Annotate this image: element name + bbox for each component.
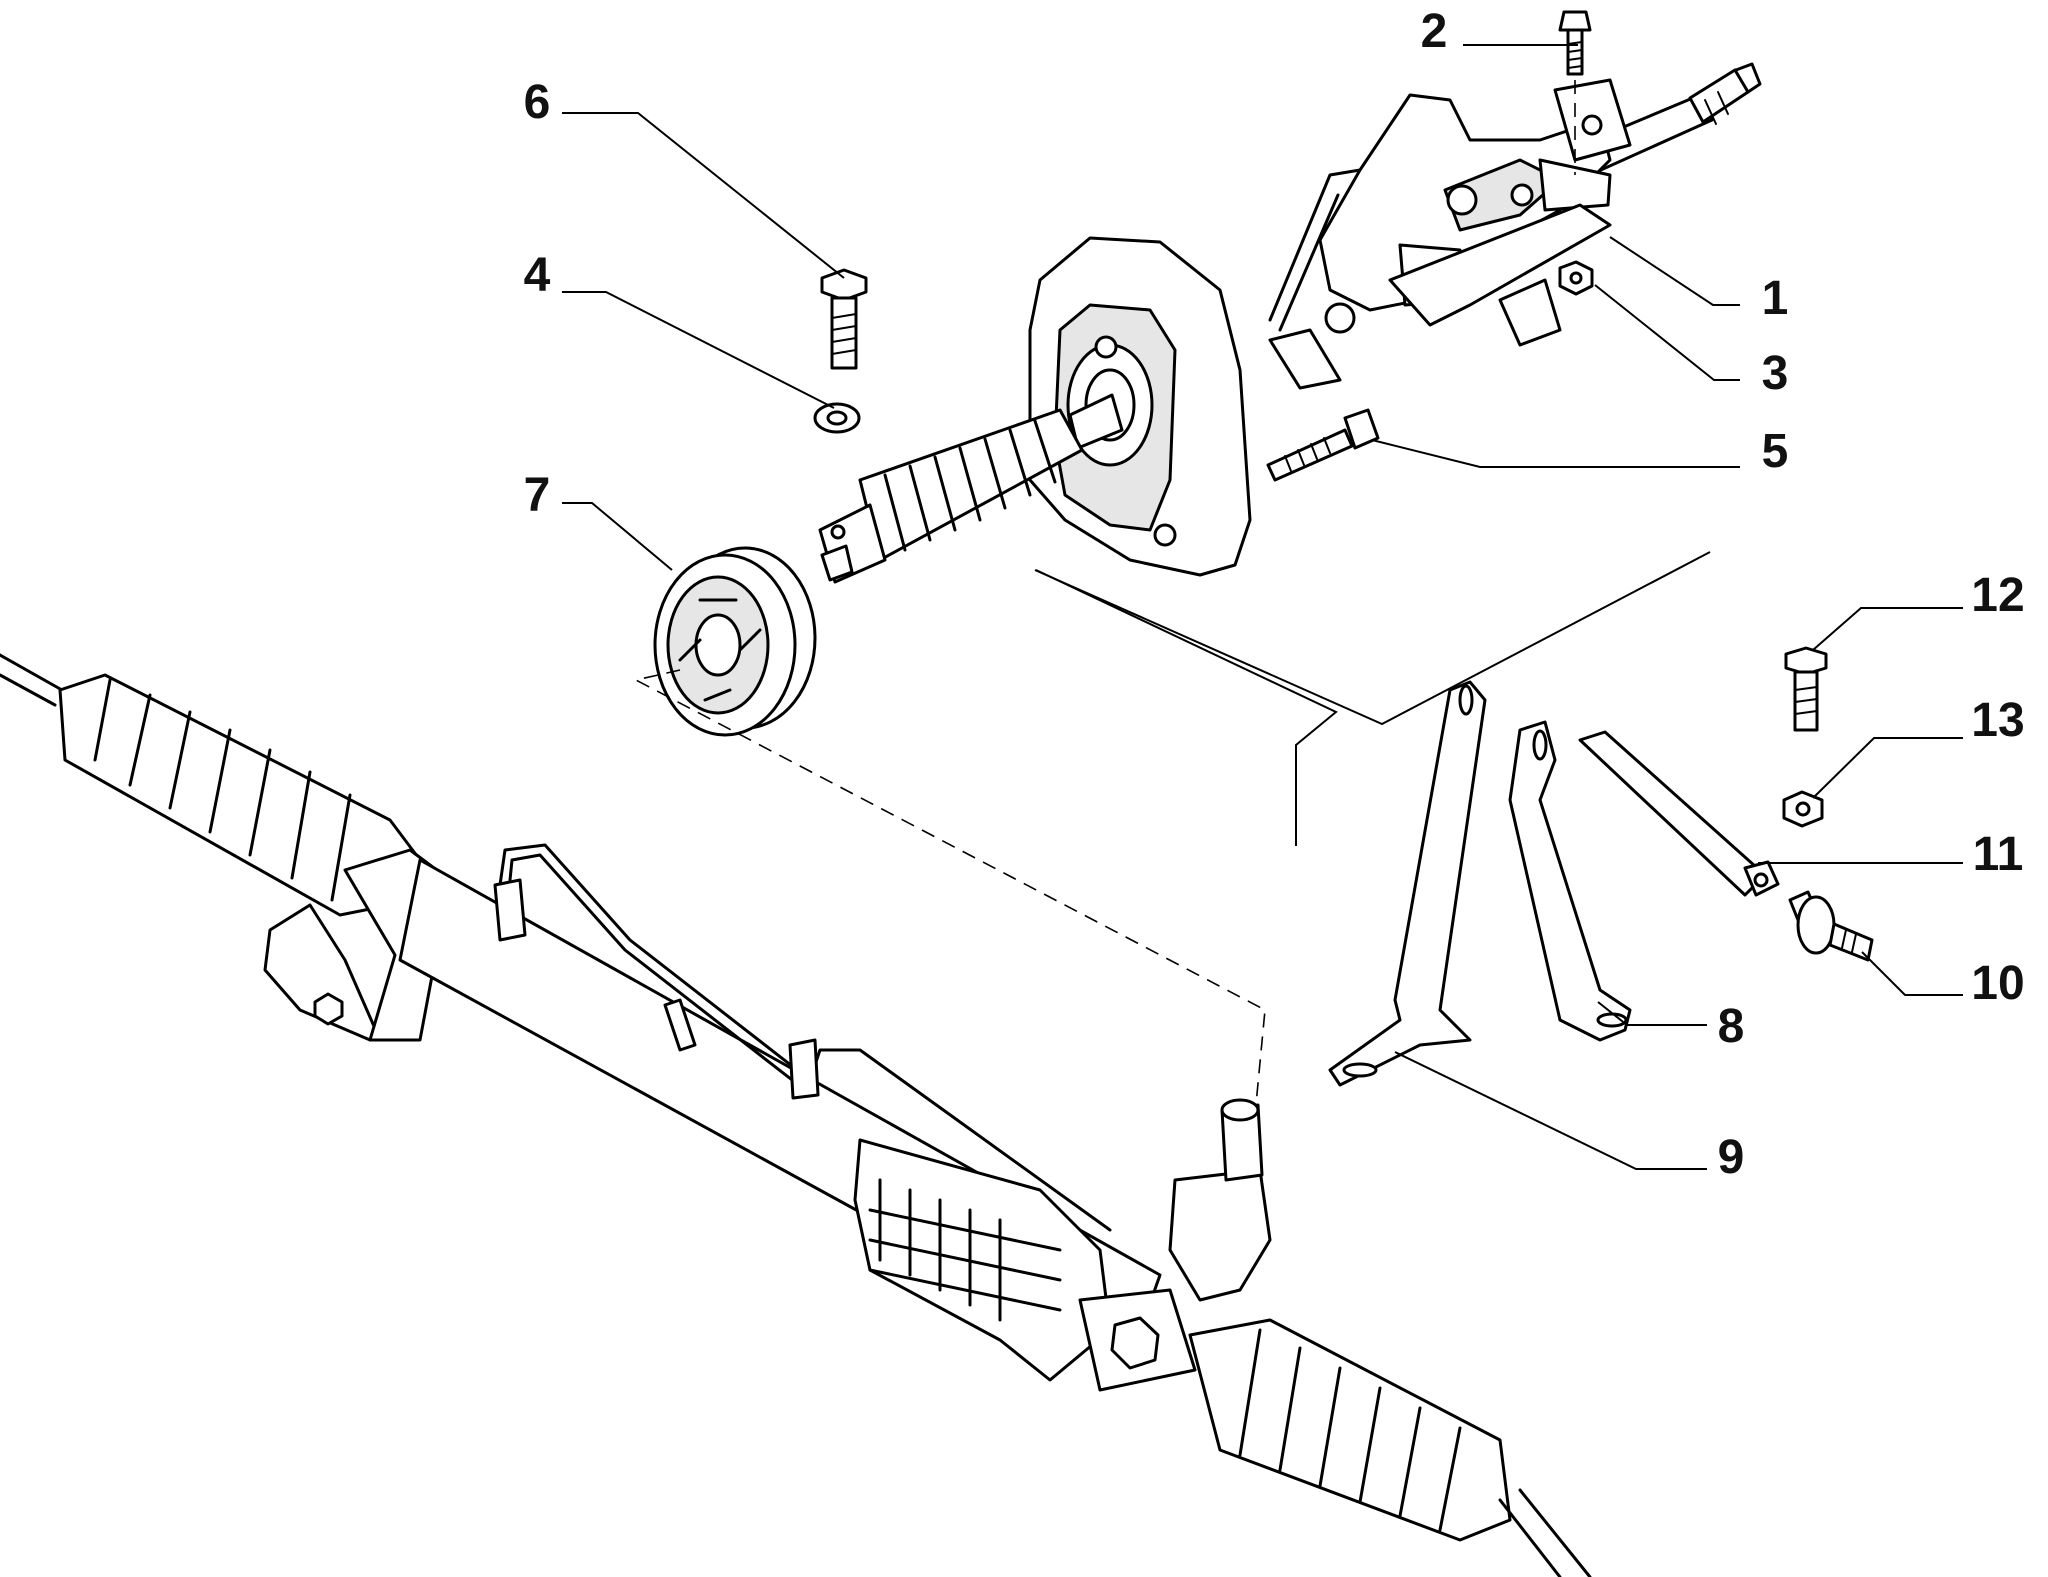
callout-8: 8 [1718, 1000, 1745, 1053]
nut-part-3[interactable] [1558, 260, 1594, 296]
leader-lines [562, 44, 1963, 1170]
callout-5: 5 [1762, 425, 1789, 478]
stud-part-10[interactable] [1788, 890, 1874, 962]
spacer-part-11[interactable] [1578, 730, 1780, 897]
callout-2: 2 [1421, 5, 1448, 58]
pulley-alignment-line [633, 669, 1266, 1116]
bracket-part-8[interactable] [1508, 720, 1632, 1042]
washer-part-4[interactable] [813, 402, 861, 434]
callout-13: 13 [1971, 694, 2024, 747]
callout-1: 1 [1762, 272, 1789, 325]
callout-6: 6 [524, 76, 551, 129]
callout-9: 9 [1718, 1131, 1745, 1184]
bolt-part-12[interactable] [1784, 646, 1828, 732]
nut-part-13[interactable] [1782, 790, 1824, 828]
callout-4: 4 [524, 249, 551, 302]
callout-10: 10 [1971, 957, 2024, 1010]
callout-12: 12 [1971, 569, 2024, 622]
steering-column-assembly[interactable] [818, 62, 1762, 584]
pulley-part-7[interactable] [653, 546, 817, 737]
callout-3: 3 [1762, 347, 1789, 400]
screw-part-5[interactable] [1266, 408, 1380, 482]
bolt-part-6[interactable] [820, 268, 868, 370]
steering-rack-assembly[interactable] [0, 653, 1592, 1577]
bolt-part-2[interactable] [1558, 10, 1592, 76]
bracket-part-9[interactable] [1328, 680, 1487, 1087]
callout-labels: 1 2 3 4 5 6 7 8 9 10 11 12 13 [524, 5, 2025, 1184]
callout-11: 11 [1973, 828, 2024, 881]
callout-7: 7 [524, 469, 551, 522]
